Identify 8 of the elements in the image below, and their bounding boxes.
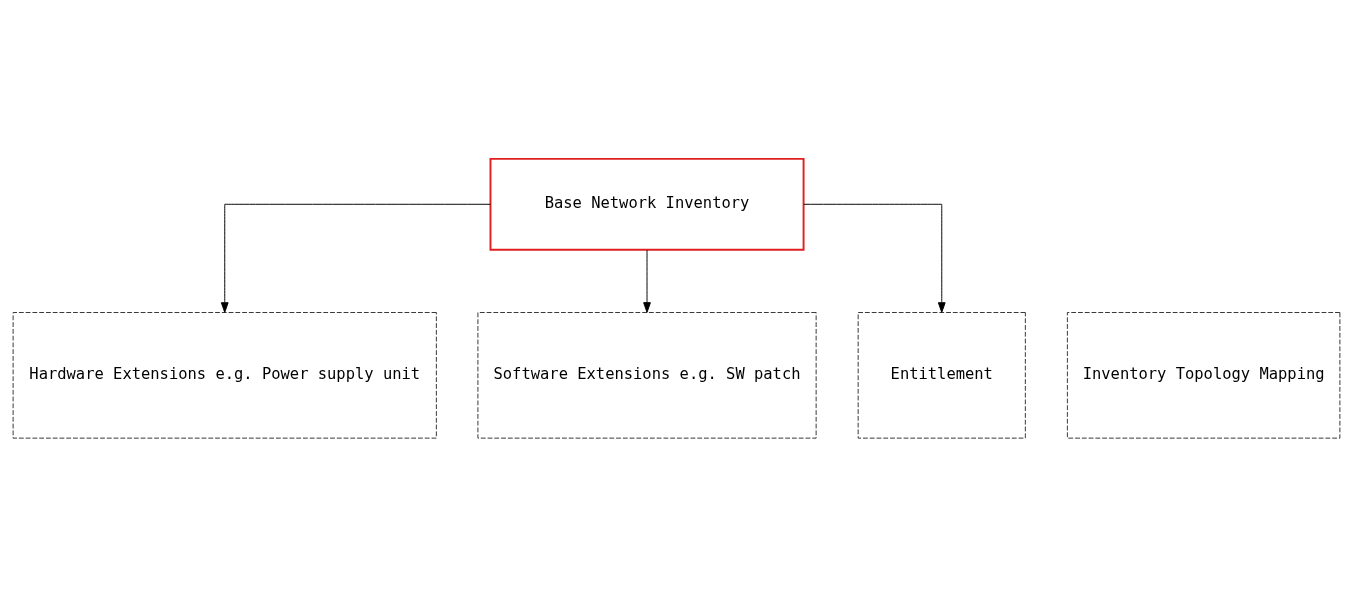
node-box: Inventory Topology Mapping bbox=[1066, 311, 1341, 439]
arrow bbox=[643, 249, 651, 313]
node-box: Entitlement bbox=[857, 311, 1026, 439]
arrow bbox=[803, 203, 946, 313]
node-box: Hardware Extensions e.g. Power supply unit bbox=[12, 311, 437, 439]
node-box: Base Network Inventory bbox=[489, 157, 805, 251]
node-box: Software Extensions e.g. SW patch bbox=[477, 311, 817, 439]
arrow bbox=[220, 203, 491, 313]
